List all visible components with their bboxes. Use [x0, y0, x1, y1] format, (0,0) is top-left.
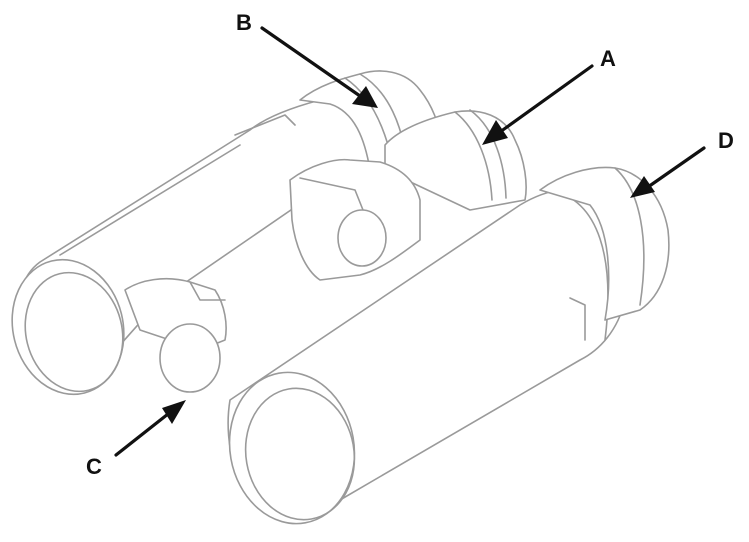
left-objective-lens: [11, 258, 125, 396]
hinge-knob: [124, 277, 227, 393]
focus-knob: [337, 209, 387, 267]
callout-label-c: C: [86, 454, 102, 479]
callout-a: A: [482, 46, 616, 145]
callout-d: D: [630, 128, 734, 198]
right-eyepiece: [539, 166, 670, 321]
right-objective-lens: [228, 371, 356, 525]
callout-label-b: B: [236, 10, 252, 35]
right-objective: [228, 371, 356, 525]
callout-b: B: [236, 10, 378, 108]
left-barrel: [11, 91, 373, 396]
callout-label-a: A: [600, 46, 616, 71]
callout-c: C: [86, 400, 186, 479]
diopter-knob: [159, 323, 221, 393]
center-bridge: [289, 158, 421, 281]
callout-label-d: D: [718, 128, 734, 153]
